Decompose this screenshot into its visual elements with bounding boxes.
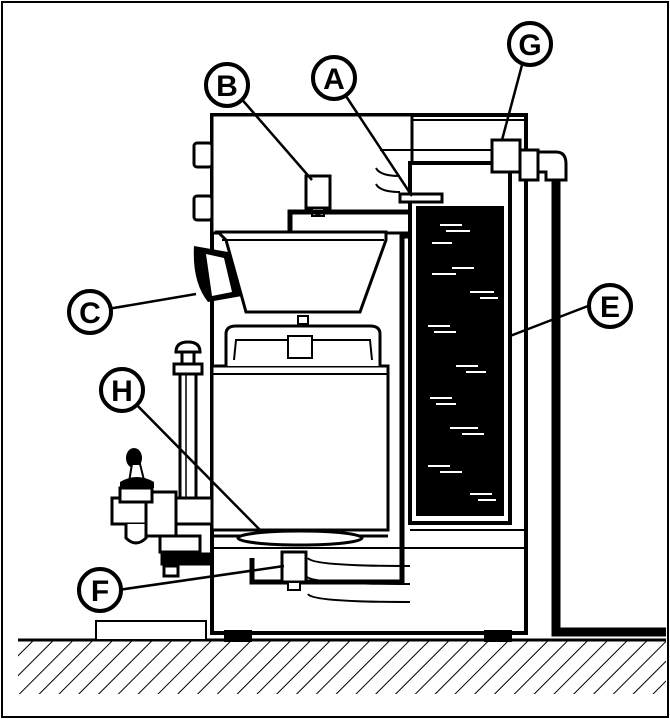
sprayhead-fitting <box>398 192 444 204</box>
brew-funnel <box>214 230 388 325</box>
callout-letter: B <box>216 70 238 103</box>
warmer-element <box>236 529 364 547</box>
decanter <box>210 324 390 538</box>
callout-circle <box>507 21 553 67</box>
drain-hose <box>551 180 666 637</box>
callout-labels: A B C E F G H <box>67 21 633 613</box>
faucet-lever <box>120 448 154 489</box>
callout-letter: E <box>600 291 620 324</box>
callout-letter: C <box>79 297 101 330</box>
callout-letter: G <box>518 29 541 62</box>
tank-fill-fitting <box>490 138 568 182</box>
callout-letter: A <box>323 63 345 96</box>
leader-lines <box>89 49 589 592</box>
floor <box>18 638 666 694</box>
water-lines <box>249 209 412 585</box>
callout-circle <box>77 567 123 613</box>
callout-letter: H <box>111 375 133 408</box>
floor-block <box>95 620 207 641</box>
inlet-solenoid-valve <box>280 550 308 591</box>
callout-g: G <box>507 21 553 67</box>
callout-h: H <box>99 367 145 413</box>
callout-c: C <box>67 289 113 335</box>
callout-a: A <box>311 55 357 101</box>
brew-funnel-handle <box>193 246 242 302</box>
vent-slots-upper <box>375 149 512 193</box>
faucet-assembly <box>110 340 214 578</box>
callout-b: B <box>204 62 250 108</box>
callout-circle <box>587 283 633 329</box>
callout-circle <box>204 62 250 108</box>
callout-e: E <box>587 283 633 329</box>
callout-letter: F <box>91 575 109 608</box>
callout-circle <box>99 367 145 413</box>
callout-circle <box>311 55 357 101</box>
callout-f: F <box>77 567 123 613</box>
water-tank <box>408 161 512 525</box>
control-knobs <box>192 141 214 222</box>
callout-circle <box>67 289 113 335</box>
vent-slots-lower <box>212 529 526 603</box>
